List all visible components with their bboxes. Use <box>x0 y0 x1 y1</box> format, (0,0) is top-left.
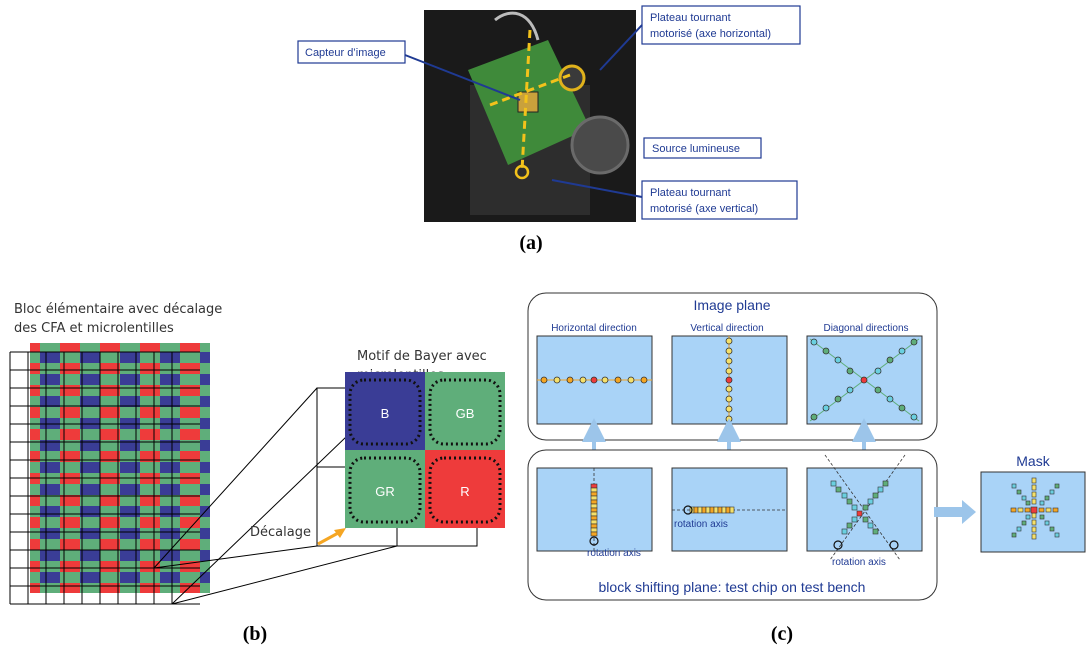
photo-rotation-symbol <box>514 164 530 180</box>
microlens-grid <box>9 351 200 605</box>
chip-row-horizontal <box>672 506 787 514</box>
callout-light-text: Source lumineuse <box>652 143 740 155</box>
panel-b: Bloc élémentaire avec décalage des CFA e… <box>9 302 505 645</box>
rotation-symbol-3a <box>833 540 843 550</box>
rotation-axis-label-2: rotation axis <box>674 519 728 530</box>
photo-light-source <box>570 115 630 175</box>
bayer-label-b: B <box>381 406 390 421</box>
bayer-label-gr: GR <box>375 484 395 499</box>
dir-horizontal-label: Horizontal direction <box>551 323 637 334</box>
bayer-label-gb: GB <box>456 406 475 421</box>
callout-turntable-h-line2: motorisé (axe horizontal) <box>650 28 771 40</box>
callout-turntable-v-line1: Plateau tournant <box>650 187 731 199</box>
photo-cables <box>494 11 540 41</box>
bayer-title-line1: Motif de Bayer avec <box>357 349 487 364</box>
bayer-cell-b <box>345 372 425 450</box>
callout-turntable-h-line1: Plateau tournant <box>650 12 731 24</box>
bayer-cell-r <box>425 450 505 528</box>
shift-arrow <box>317 528 346 546</box>
microlens-outlines <box>348 378 502 524</box>
caption-c: (c) <box>771 623 793 645</box>
shift-label: Décalage <box>250 525 311 540</box>
photo-rotation-axis-horizontal <box>489 73 571 107</box>
callout-sensor: Capteur d’image <box>297 40 521 101</box>
dir-diagonal-label: Diagonal directions <box>823 323 908 334</box>
cfa-block <box>30 343 210 593</box>
mask-arrow <box>934 500 976 524</box>
callout-light-source: Source lumineuse <box>643 137 762 159</box>
chip-cross-diagonal <box>824 454 906 561</box>
callout-turntable-horizontal: Plateau tournant motorisé (axe horizonta… <box>599 5 801 71</box>
dots-horizontal <box>537 376 652 384</box>
bayer-cell-gb <box>425 372 505 450</box>
chip-column-vertical <box>590 468 598 551</box>
panel-b-title-line2: des CFA et microlentilles <box>14 321 174 336</box>
photo-sensor-chip <box>517 91 539 113</box>
rotation-symbol-2 <box>683 505 693 515</box>
rotation-symbol-3b <box>889 540 899 550</box>
bayer-cell-gr <box>345 450 425 528</box>
dots-diagonal <box>809 338 920 422</box>
dots-vertical <box>725 336 733 424</box>
photo-turntable-h <box>558 64 586 92</box>
mask-title: Mask <box>1016 453 1050 469</box>
caption-b: (b) <box>243 623 267 645</box>
panel-b-title-line1: Bloc élémentaire avec décalage <box>14 302 222 317</box>
bayer-label-r: R <box>460 484 469 499</box>
mask-pattern <box>1010 477 1060 540</box>
image-plane-title: Image plane <box>693 297 770 313</box>
panel-a: Capteur d’image Plateau tournant motoris… <box>297 5 801 254</box>
rotation-axis-label-3: rotation axis <box>832 557 886 568</box>
rotation-symbol-1 <box>589 536 599 546</box>
rotation-axis-label-1: rotation axis <box>587 548 641 559</box>
callout-turntable-vertical: Plateau tournant motorisé (axe vertical) <box>551 179 798 220</box>
callout-sensor-text: Capteur d’image <box>305 47 386 59</box>
photo-rotation-axis-vertical <box>520 29 532 171</box>
callout-turntable-v-line2: motorisé (axe vertical) <box>650 203 758 215</box>
caption-a: (a) <box>519 232 542 254</box>
block-shifting-label: block shifting plane: test chip on test … <box>599 579 866 595</box>
panel-c: Image plane Horizontal direction Vertica… <box>527 292 1086 645</box>
dir-vertical-label: Vertical direction <box>690 323 763 334</box>
